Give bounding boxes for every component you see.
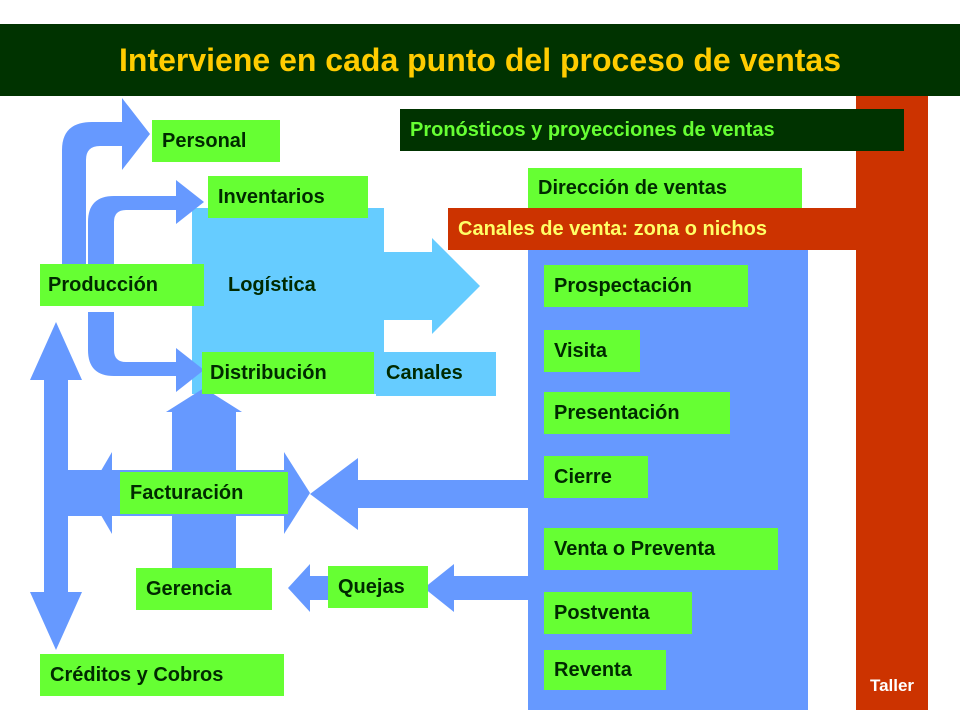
stage-label: Cierre xyxy=(554,465,612,488)
quejas-box: Quejas xyxy=(328,566,428,608)
personal-box: Personal xyxy=(152,120,280,162)
logistica-label-box: Logística xyxy=(218,264,368,306)
facturacion-label: Facturación xyxy=(130,481,244,504)
distribucion-label: Distribución xyxy=(210,361,327,384)
direccion-box: Dirección de ventas xyxy=(528,168,802,208)
personal-label: Personal xyxy=(162,129,247,152)
stage-venta-preventa: Venta o Preventa xyxy=(544,528,778,570)
inventarios-label: Inventarios xyxy=(218,185,325,208)
pronosticos-label: Pronósticos y proyecciones de ventas xyxy=(410,118,775,141)
stage-cierre: Cierre xyxy=(544,456,648,498)
produccion-label: Producción xyxy=(48,273,159,296)
canales-block xyxy=(376,352,496,396)
inventarios-box: Inventarios xyxy=(208,176,368,218)
arrow-to-personal xyxy=(62,98,150,264)
facturacion-left-arrow xyxy=(88,452,112,534)
stage-label: Visita xyxy=(554,339,607,362)
taller-text: Taller xyxy=(869,676,915,695)
taller-bar xyxy=(856,96,928,710)
arrow-cierre-facturacion xyxy=(310,458,528,530)
taller-label: Taller xyxy=(858,676,926,700)
logistics-arrow xyxy=(384,238,480,334)
stage-reventa: Reventa xyxy=(544,650,666,690)
logistica-label: Logística xyxy=(228,273,316,296)
gerencia-label: Gerencia xyxy=(146,577,232,600)
produccion-box: Producción xyxy=(40,264,204,306)
gerencia-box: Gerencia xyxy=(136,568,272,610)
canales-venta-box: Canales de venta: zona o nichos xyxy=(448,208,856,250)
quejas-label: Quejas xyxy=(338,575,405,598)
stage-label: Reventa xyxy=(554,658,632,681)
creditos-box: Créditos y Cobros xyxy=(40,654,284,696)
stage-label: Prospectación xyxy=(554,274,692,297)
stage-postventa: Postventa xyxy=(544,592,692,634)
page-title: Interviene en cada punto del proceso de … xyxy=(119,41,841,78)
arrow-to-distribucion xyxy=(88,312,204,392)
facturacion-up-arrow xyxy=(166,388,242,412)
direccion-label: Dirección de ventas xyxy=(538,176,727,199)
canales-label: Canales xyxy=(386,361,463,384)
stage-presentacion: Presentación xyxy=(544,392,730,434)
stage-label: Venta o Preventa xyxy=(554,537,716,560)
canales-venta-label: Canales de venta: zona o nichos xyxy=(458,217,767,240)
facturacion-right-arrow xyxy=(284,452,310,534)
facturacion-box: Facturación xyxy=(120,472,288,514)
arrow-to-inventarios xyxy=(88,180,204,264)
stage-prospectacion: Prospectación xyxy=(544,265,748,307)
arrow-quejas-gerencia xyxy=(288,564,328,612)
stage-visita: Visita xyxy=(544,330,640,372)
distribucion-box: Distribución xyxy=(202,352,374,394)
creditos-label: Créditos y Cobros xyxy=(50,663,224,686)
arrow-postventa-quejas xyxy=(424,564,528,612)
stage-label: Postventa xyxy=(554,601,650,624)
pronosticos-box: Pronósticos y proyecciones de ventas xyxy=(400,109,904,151)
stage-label: Presentación xyxy=(554,401,680,424)
title-bar: Interviene en cada punto del proceso de … xyxy=(0,24,960,96)
canales-label-box: Canales xyxy=(376,352,496,394)
